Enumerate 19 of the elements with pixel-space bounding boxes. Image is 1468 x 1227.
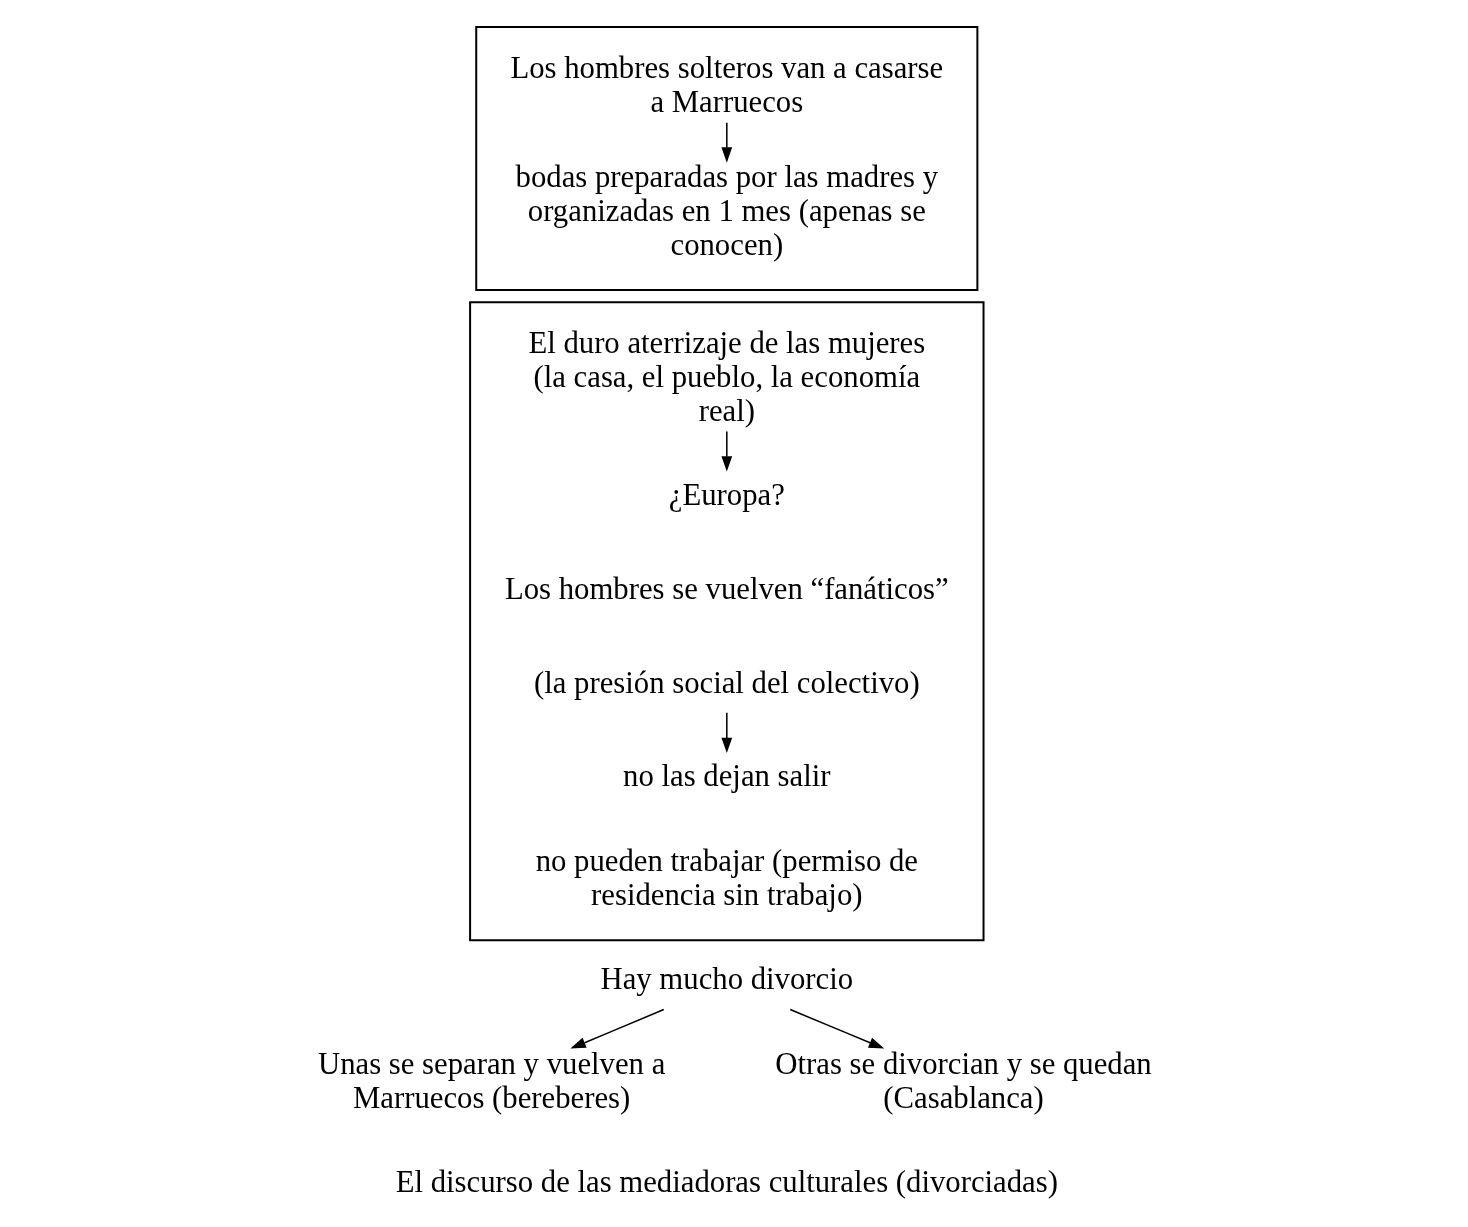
- node-text: (la presión social del colectivo): [533, 665, 920, 700]
- arrow: [720, 430, 732, 472]
- node-text: Los hombres solteros van a casarse a Marruecos: [509, 50, 943, 119]
- node-text: Otras se divorcian y se quedan (Casablanca): [774, 1046, 1152, 1115]
- label: El discurso de las mediadoras culturales (divorciadas): [395, 1165, 1058, 1200]
- arrow: [720, 122, 732, 163]
- node-text: bodas preparadas por las madres y organizadas en 1 mes (apenas se conocen): [515, 159, 938, 262]
- node-text: Los hombres se vuelven “fanáticos”: [504, 571, 949, 606]
- cluster: [468, 301, 985, 942]
- node-text: ¿Europa?: [668, 478, 785, 513]
- node-text: no pueden trabajar (permiso de residencia sin trabajo): [535, 843, 918, 912]
- arrow: [569, 1008, 665, 1049]
- arrow: [789, 1008, 884, 1049]
- node-text: no las dejan salir: [622, 759, 831, 794]
- node-text: Unas se separan y vuelven a Marruecos (bereberes): [317, 1046, 665, 1115]
- node-text: El duro aterrizaje de las mujeres (la casa, el pueblo, la economía real): [527, 325, 925, 428]
- cluster: [474, 26, 978, 291]
- arrow: [720, 712, 732, 754]
- node-text: Hay mucho divorcio: [599, 962, 853, 997]
